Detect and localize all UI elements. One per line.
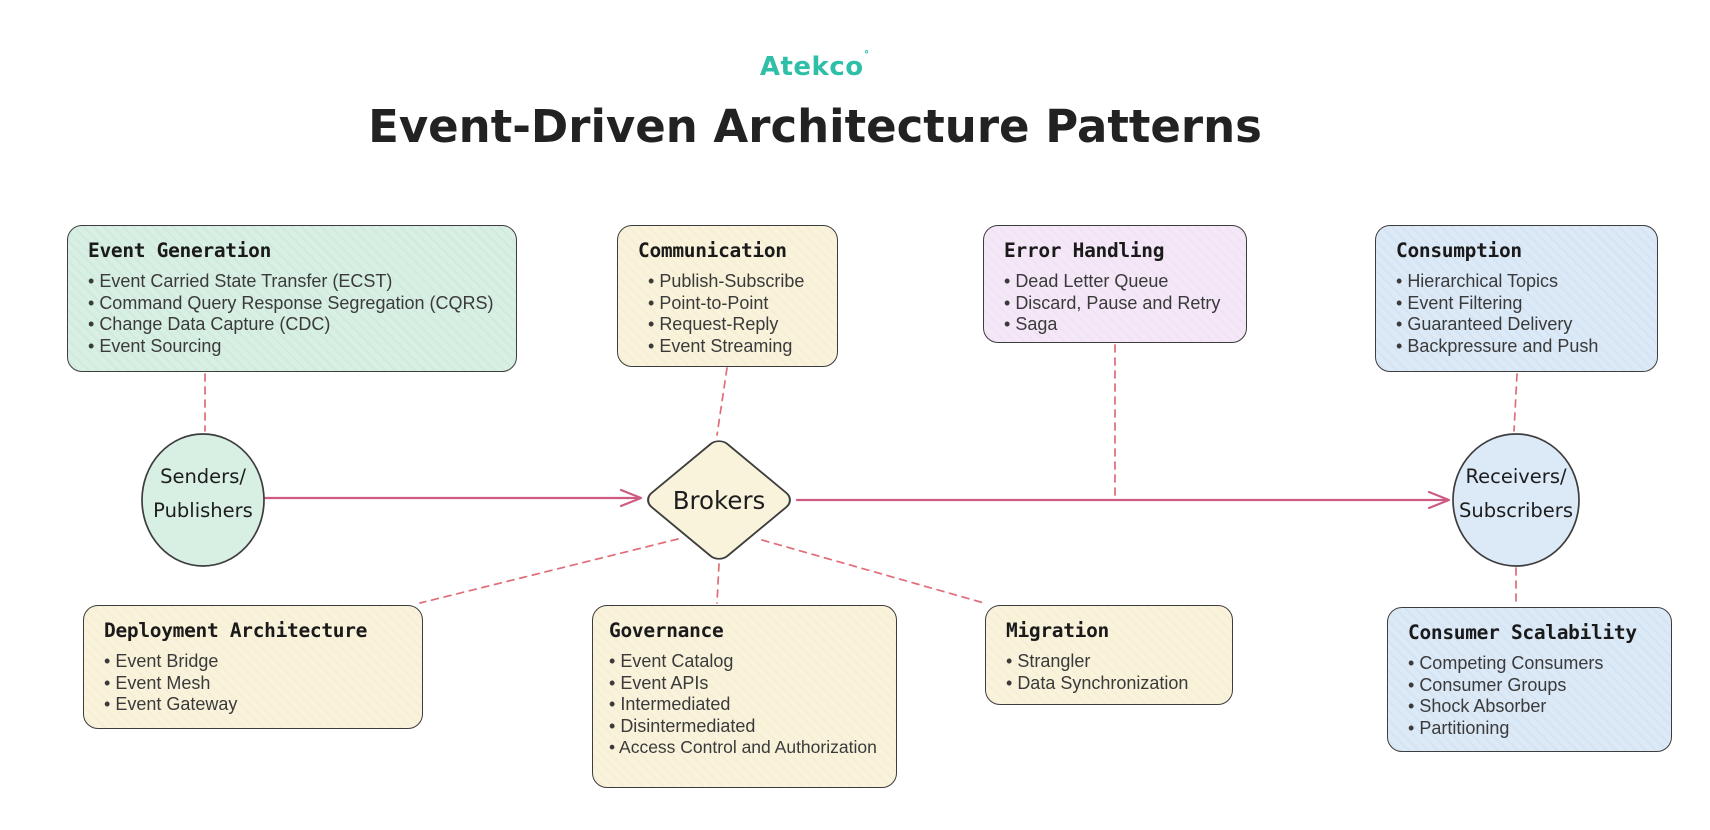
edge-brokers-governance xyxy=(716,563,720,604)
receivers-label-line2: Subscribers xyxy=(1459,499,1573,522)
card-communication: Communication Publish-Subscribe Point-to… xyxy=(617,225,838,367)
card-deployment-architecture-list: Event Bridge Event Mesh Event Gateway xyxy=(104,651,402,716)
list-item: Discard, Pause and Retry xyxy=(1004,293,1226,315)
list-item: Event Catalog xyxy=(609,651,876,673)
list-item: Shock Absorber xyxy=(1408,696,1651,718)
card-governance-title: Governance xyxy=(609,619,724,642)
edge-consumption-receivers xyxy=(1513,373,1518,432)
card-event-generation: Event Generation Event Carried State Tra… xyxy=(67,225,517,372)
card-error-handling: Error Handling Dead Letter Queue Discard… xyxy=(983,225,1247,343)
list-item: Backpressure and Push xyxy=(1396,336,1637,358)
brand-logo-mark-icon: ˚ xyxy=(863,50,871,64)
list-item: Event Sourcing xyxy=(88,336,496,358)
list-item: Strangler xyxy=(1006,651,1212,673)
card-consumer-scalability-list: Competing Consumers Consumer Groups Shoc… xyxy=(1408,653,1651,739)
arrowhead-senders-to-brokers xyxy=(619,488,643,508)
list-item: Point-to-Point xyxy=(648,293,817,315)
senders-label-line2: Publishers xyxy=(153,499,253,522)
card-consumer-scalability-title: Consumer Scalability xyxy=(1408,621,1637,644)
senders-label-line1: Senders/ xyxy=(160,465,246,488)
page-title: Event-Driven Architecture Patterns xyxy=(368,100,1262,153)
card-deployment-architecture-title: Deployment Architecture xyxy=(104,619,368,642)
list-item: Intermediated xyxy=(609,694,876,716)
edge-brokers-deployment xyxy=(419,538,679,604)
receivers-subscribers-label: Receivers/ Subscribers xyxy=(1431,460,1601,528)
card-communication-title: Communication xyxy=(638,239,787,262)
list-item: Event Filtering xyxy=(1396,293,1637,315)
card-communication-list: Publish-Subscribe Point-to-Point Request… xyxy=(638,271,817,357)
list-item: Event Bridge xyxy=(104,651,402,673)
brokers-diamond xyxy=(647,440,791,560)
card-consumption: Consumption Hierarchical Topics Event Fi… xyxy=(1375,225,1658,372)
arrowhead-brokers-to-receivers xyxy=(1427,490,1451,510)
card-consumption-list: Hierarchical Topics Event Filtering Guar… xyxy=(1396,271,1637,357)
brand-logo: Atekco˚ xyxy=(0,50,1630,82)
header: Atekco˚ Event-Driven Architecture Patter… xyxy=(0,0,1630,153)
receivers-label-line1: Receivers/ xyxy=(1465,465,1567,488)
edge-communication-brokers xyxy=(716,367,728,436)
list-item: Consumer Groups xyxy=(1408,675,1651,697)
card-migration-list: Strangler Data Synchronization xyxy=(1006,651,1212,694)
list-item: Guaranteed Delivery xyxy=(1396,314,1637,336)
list-item: Competing Consumers xyxy=(1408,653,1651,675)
list-item: Partitioning xyxy=(1408,718,1651,740)
list-item: Data Synchronization xyxy=(1006,673,1212,695)
list-item: Event Gateway xyxy=(104,694,402,716)
list-item: Hierarchical Topics xyxy=(1396,271,1637,293)
edge-brokers-migration xyxy=(761,539,985,604)
list-item: Access Control and Authorization xyxy=(609,737,877,759)
card-governance: Governance Event Catalog Event APIs Inte… xyxy=(592,605,897,788)
list-item: Event Mesh xyxy=(104,673,402,695)
list-item: Saga xyxy=(1004,314,1226,336)
card-migration: Migration Strangler Data Synchronization xyxy=(985,605,1233,705)
list-item: Event Carried State Transfer (ECST) xyxy=(88,271,496,293)
card-event-generation-list: Event Carried State Transfer (ECST) Comm… xyxy=(88,271,496,357)
list-item: Request-Reply xyxy=(648,314,817,336)
card-migration-title: Migration xyxy=(1006,619,1109,642)
card-governance-list: Event Catalog Event APIs Intermediated D… xyxy=(609,651,877,759)
list-item: Disintermediated xyxy=(609,716,876,738)
list-item: Change Data Capture (CDC) xyxy=(88,314,496,336)
card-error-handling-list: Dead Letter Queue Discard, Pause and Ret… xyxy=(1004,271,1226,336)
receivers-circle xyxy=(1452,433,1580,567)
list-item: Dead Letter Queue xyxy=(1004,271,1226,293)
senders-circle xyxy=(141,433,265,567)
card-deployment-architecture: Deployment Architecture Event Bridge Eve… xyxy=(83,605,423,729)
list-item: Publish-Subscribe xyxy=(648,271,817,293)
list-item: Event Streaming xyxy=(648,336,817,358)
card-consumption-title: Consumption xyxy=(1396,239,1522,262)
brokers-label: Brokers xyxy=(672,486,766,515)
brand-logo-text: Atekco xyxy=(759,52,864,82)
card-consumer-scalability: Consumer Scalability Competing Consumers… xyxy=(1387,607,1672,752)
card-event-generation-title: Event Generation xyxy=(88,239,272,262)
list-item: Event APIs xyxy=(609,673,876,695)
card-error-handling-title: Error Handling xyxy=(1004,239,1165,262)
list-item: Command Query Response Segregation (CQRS… xyxy=(88,293,496,315)
senders-publishers-label: Senders/ Publishers xyxy=(123,460,283,528)
